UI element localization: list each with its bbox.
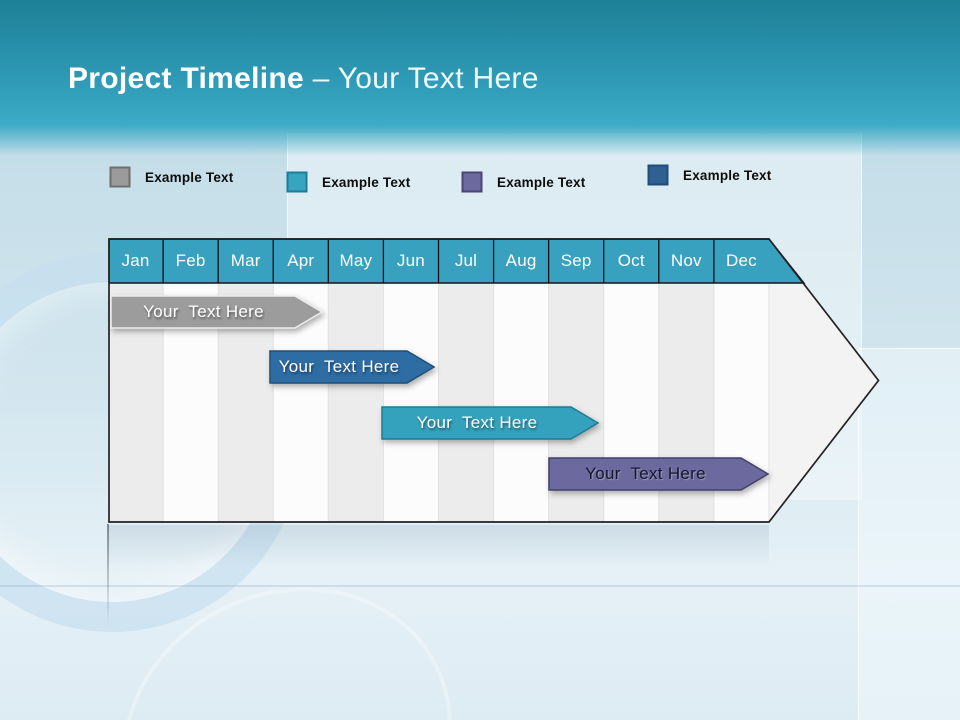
legend-swatch-teal-icon (286, 171, 308, 193)
task-bar-4-shape (548, 457, 770, 491)
month-label-oct: Oct (617, 250, 645, 270)
task-bar-1: Your Text Here (110, 295, 324, 329)
legend-swatch-blue-icon (647, 164, 669, 186)
legend-label: Example Text (145, 169, 234, 185)
slide-title-main: Project Timeline (68, 62, 304, 95)
legend-label: Example Text (322, 174, 411, 190)
slide-title: Project Timeline – Your Text Here (68, 58, 539, 100)
month-header-row: Jan Feb Mar Apr May Jun Jul Aug Sep Oct … (108, 238, 769, 283)
timeline-gantt: Jan Feb Mar Apr May Jun Jul Aug Sep Oct … (108, 238, 880, 523)
month-label-jan: Jan (121, 250, 150, 270)
month-label-apr: Apr (287, 250, 315, 270)
task-bar-1-label: Your Text Here (143, 302, 264, 321)
arrow-outline (108, 238, 880, 523)
month-label-aug: Aug (505, 250, 537, 270)
month-label-jun: Jun (396, 250, 425, 270)
task-bar-3: Your Text Here (381, 406, 600, 440)
legend-item-gray: Example Text (109, 166, 233, 188)
month-label-sep: Sep (560, 250, 592, 270)
background-panel-right (858, 348, 960, 720)
slide-title-subtitle: – Your Text Here (312, 62, 539, 95)
task-bar-4: Your Text Here (548, 457, 770, 491)
table-reflection-edge (107, 524, 109, 626)
month-label-nov: Nov (670, 250, 702, 270)
task-bar-2: Your Text Here (269, 350, 436, 384)
month-label-may: May (339, 250, 373, 270)
month-label-jul: Jul (454, 250, 478, 270)
legend-swatch-purple-icon (461, 171, 483, 193)
background-floor-seam (0, 585, 960, 587)
legend-label: Example Text (683, 167, 772, 183)
task-bar-3-shape (381, 406, 600, 440)
legend-swatch-gray-icon (109, 166, 131, 188)
task-bar-2-shape (269, 350, 436, 384)
month-label-dec: Dec (725, 250, 757, 270)
task-bar-1-shape (110, 295, 324, 329)
table-reflection (108, 525, 769, 567)
legend-item-purple: Example Text (461, 171, 585, 193)
header-band (0, 0, 960, 156)
task-bar-2-label: Your Text Here (278, 357, 400, 376)
task-bar-4-label: Your Text Here (585, 464, 706, 483)
month-label-feb: Feb (175, 250, 206, 270)
legend-item-teal: Example Text (286, 171, 410, 193)
month-label-mar: Mar (230, 250, 261, 270)
legend-item-blue: Example Text (647, 164, 771, 186)
task-bar-3-label: Your Text Here (416, 413, 538, 432)
legend-label: Example Text (497, 174, 586, 190)
